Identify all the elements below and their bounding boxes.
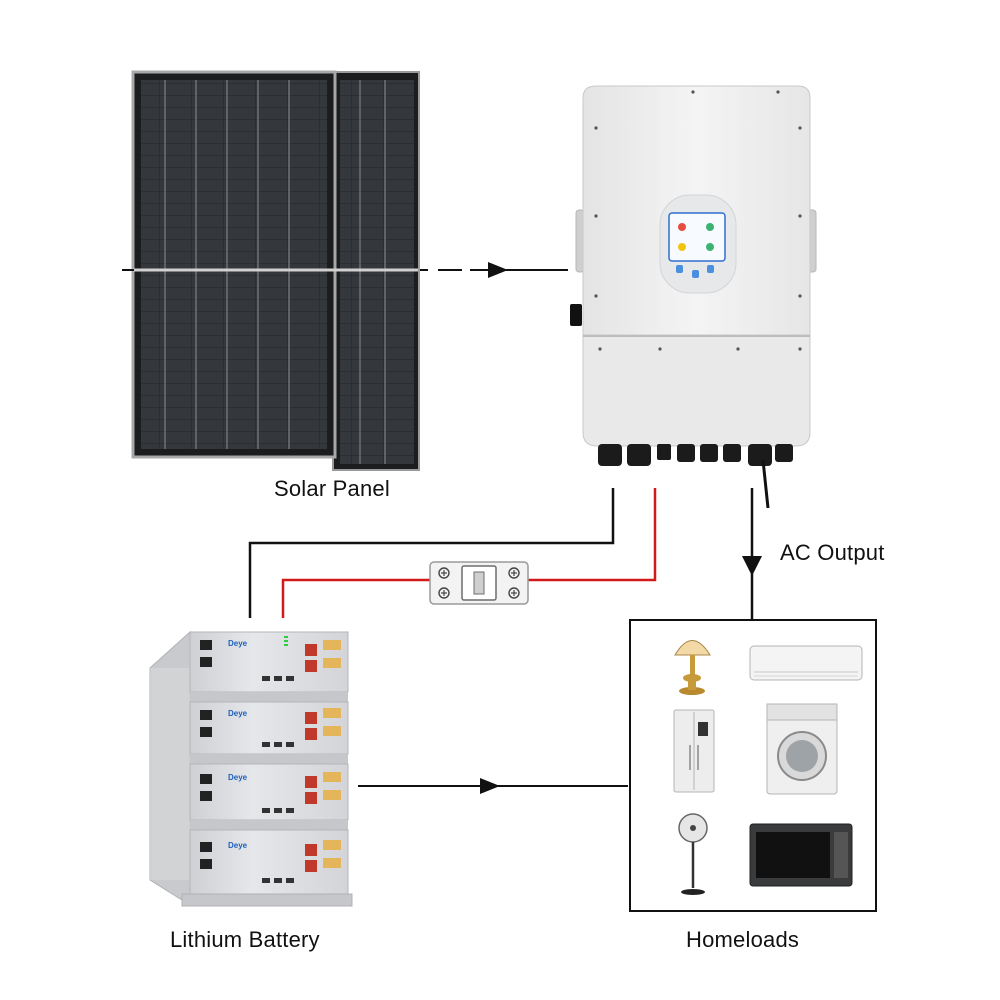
battery-module: Deye (189, 701, 349, 755)
solar-panel-icon (131, 70, 420, 471)
solar-panel-label: Solar Panel (274, 476, 390, 501)
battery-brand-logo: Deye (228, 709, 248, 718)
battery-brand-logo: Deye (228, 639, 248, 648)
inverter-icon (570, 85, 817, 509)
ac-output-line (742, 488, 762, 620)
battery-module: Deye (189, 631, 349, 693)
pv-to-inverter-line (122, 262, 568, 278)
battery-module: Deye (189, 763, 349, 821)
battery-negative-wire (248, 488, 615, 618)
breaker-switch-icon (429, 561, 529, 605)
battery-stack-icon: Deye Deye Deye Deye (149, 630, 353, 907)
ac-output-label: AC Output (780, 540, 885, 565)
air-conditioner-icon (749, 645, 863, 681)
battery-brand-logo: Deye (228, 773, 248, 782)
battery-module: Deye (189, 829, 349, 895)
standing-fan-icon (678, 813, 708, 895)
microwave-icon (749, 823, 853, 887)
table-lamp-icon (674, 640, 711, 695)
washing-machine-icon (766, 703, 838, 795)
refrigerator-icon (673, 709, 715, 793)
battery-positive-wire (281, 488, 657, 618)
battery-to-homeloads-line (358, 778, 628, 794)
lithium-battery-label: Lithium Battery (170, 927, 320, 952)
homeloads-label: Homeloads (686, 927, 800, 952)
battery-brand-logo: Deye (228, 841, 248, 850)
